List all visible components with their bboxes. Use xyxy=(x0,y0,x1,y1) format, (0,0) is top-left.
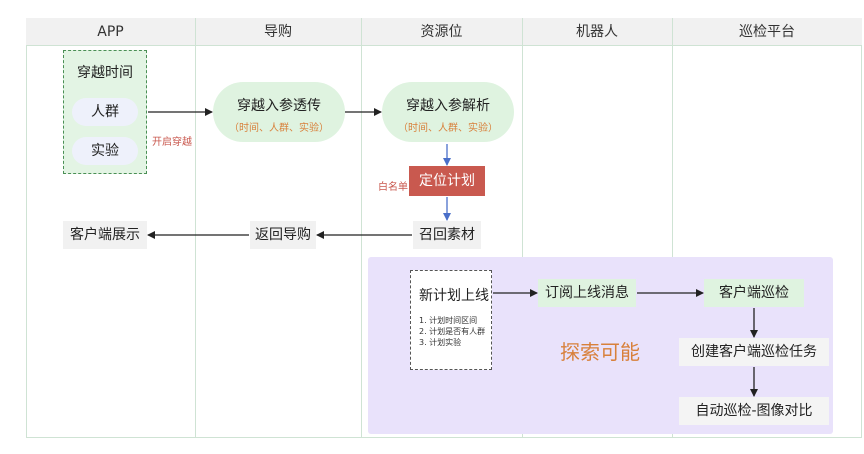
subscribe-node: 订阅上线消息 xyxy=(538,279,636,307)
pass-params-title: 穿越入参透传 xyxy=(237,98,321,114)
parse-params-sub: （时间、人群、实验） xyxy=(398,123,498,134)
pass-params-node: 穿越入参透传 （时间、人群、实验） xyxy=(213,82,345,142)
lane-divider xyxy=(672,18,673,438)
new-plan-node: 新计划上线 1. 计划时间区间 2. 计划是否有人群 3. 计划实验 xyxy=(410,270,492,370)
open-travel-note: 开启穿越 xyxy=(152,137,192,148)
new-plan-item: 1. 计划时间区间 xyxy=(419,316,478,325)
auto-compare-node: 自动巡检-图像对比 xyxy=(679,397,829,425)
lane-divider xyxy=(522,18,523,438)
column-robot: 机器人 xyxy=(576,24,618,40)
lane-divider xyxy=(195,18,196,438)
experiment-pill: 实验 xyxy=(72,137,138,165)
parse-params-node: 穿越入参解析 （时间、人群、实验） xyxy=(382,82,514,142)
column-resource: 资源位 xyxy=(420,24,463,40)
column-patrol: 巡检平台 xyxy=(739,24,795,40)
new-plan-item: 3. 计划实验 xyxy=(419,338,462,347)
client-display-node: 客户端展示 xyxy=(63,221,147,249)
client-patrol-node: 客户端巡检 xyxy=(704,279,804,307)
pass-params-sub: （时间、人群、实验） xyxy=(229,123,329,134)
new-plan-list: 1. 计划时间区间 2. 计划是否有人群 3. 计划实验 xyxy=(419,315,491,348)
return-guide-node: 返回导购 xyxy=(250,221,316,249)
swimlane-header xyxy=(26,18,862,46)
explore-label: 探索可能 xyxy=(560,340,640,364)
travel-time-label: 穿越时间 xyxy=(77,65,133,81)
recall-node: 召回素材 xyxy=(413,221,481,249)
column-app: APP xyxy=(97,24,124,40)
create-task-node: 创建客户端巡检任务 xyxy=(679,338,829,366)
crowd-pill: 人群 xyxy=(72,98,138,126)
new-plan-item: 2. 计划是否有人群 xyxy=(419,327,486,336)
column-guide: 导购 xyxy=(264,24,292,40)
whitelist-note: 白名单 xyxy=(378,182,408,193)
locate-plan-node: 定位计划 xyxy=(409,166,485,196)
lane-divider xyxy=(361,18,362,438)
parse-params-title: 穿越入参解析 xyxy=(406,98,490,114)
new-plan-title: 新计划上线 xyxy=(419,288,489,304)
